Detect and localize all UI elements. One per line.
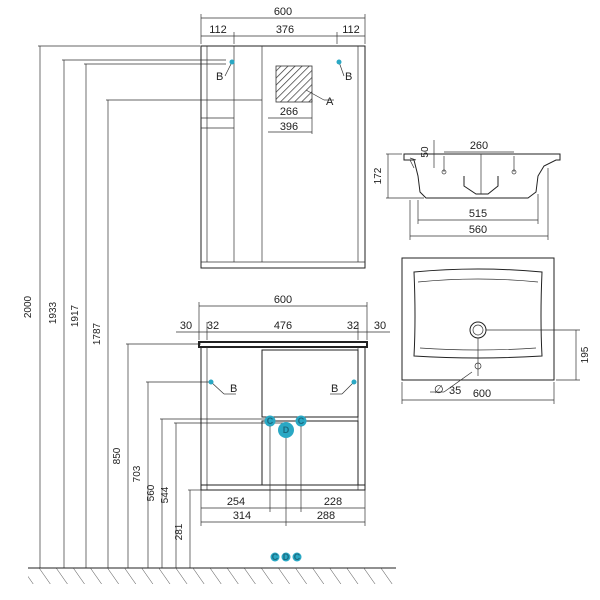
- mount-c-icon: [270, 552, 280, 562]
- diameter-icon: ∅: [434, 384, 444, 396]
- marker-b: B: [230, 383, 237, 395]
- shelf-right-label: 112: [342, 24, 360, 36]
- edge-right-label: 30: [374, 320, 386, 332]
- mirror-cabinet-outline: [200, 45, 366, 269]
- inset-right-label: 32: [347, 320, 359, 332]
- mount-c-icon: [264, 415, 276, 427]
- marker-c: C: [298, 416, 305, 426]
- drain-offset-label: 195: [580, 346, 591, 363]
- drawer-lower: [261, 420, 359, 486]
- hole-spacing-label: 260: [470, 140, 488, 152]
- sink-basin: [413, 268, 543, 359]
- cabinet-width-label: 600: [274, 6, 292, 18]
- sink-profile: [403, 153, 561, 199]
- sink-depth-top-label: 50: [420, 146, 431, 158]
- hatch-offset-label: 396: [280, 121, 298, 133]
- height-dimensions: 2000 1933 1917 1787 850 703 560 544 281: [23, 45, 284, 568]
- sink-outer-width-label: 560: [469, 224, 487, 236]
- sink-front-view: 172 50 260 515 560: [373, 140, 561, 240]
- marker-b: B: [345, 71, 352, 83]
- marker-d: D: [283, 552, 290, 562]
- height-1933-label: 1933: [48, 301, 59, 324]
- height-703-label: 703: [132, 465, 143, 482]
- sink-inner-width-label: 515: [469, 208, 487, 220]
- mount-c-icon: [292, 552, 302, 562]
- middle-width-label: 476: [274, 320, 292, 332]
- marker-a: A: [326, 96, 334, 108]
- drain-icon: [469, 321, 487, 339]
- height-1917-label: 1917: [70, 304, 81, 327]
- sink-bowl: [463, 176, 499, 195]
- mount-c-icon: [295, 415, 307, 427]
- bottom-254-label: 254: [227, 496, 245, 508]
- shelf-left-label: 112: [209, 24, 227, 36]
- height-281-label: 281: [174, 523, 185, 540]
- height-2000-label: 2000: [23, 295, 34, 318]
- mount-d-icon: [278, 422, 294, 438]
- marker-d: D: [283, 425, 290, 435]
- sink-height-label: 172: [373, 167, 384, 184]
- vanity-unit: 600 30 32 476 32 30 B B C C D 254 228: [176, 294, 390, 562]
- mount-point-icon: [336, 59, 342, 65]
- marker-b: B: [331, 383, 338, 395]
- floor-hatch: [28, 568, 396, 584]
- mount-point-icon: [229, 59, 235, 65]
- countertop: [198, 341, 368, 348]
- sink-top-width-label: 600: [473, 388, 491, 400]
- height-1787-label: 1787: [92, 322, 103, 345]
- mount-point-icon: [208, 379, 214, 385]
- vanity-outline: [200, 346, 366, 491]
- mirror-width-label: 376: [276, 24, 294, 36]
- bottom-228-label: 228: [324, 496, 342, 508]
- bottom-288-label: 288: [317, 510, 335, 522]
- bottom-314-label: 314: [233, 510, 251, 522]
- sink-top-outline: [401, 257, 555, 381]
- hatch-width-label: 266: [280, 106, 298, 118]
- mount-d-icon: [281, 552, 291, 562]
- height-560-label: 560: [146, 484, 157, 501]
- floor: [28, 567, 396, 584]
- height-544-label: 544: [160, 486, 171, 503]
- mount-point-icon: [351, 379, 357, 385]
- inset-left-label: 32: [207, 320, 219, 332]
- marker-c: C: [294, 552, 301, 562]
- marker-c: C: [272, 552, 279, 562]
- hatch-area: [275, 65, 313, 103]
- drawer-upper: [261, 349, 359, 418]
- drain-diameter-label: 35: [449, 385, 461, 397]
- vanity-width-label: 600: [274, 294, 292, 306]
- marker-b: B: [216, 71, 223, 83]
- marker-c: C: [267, 416, 274, 426]
- sink-top-view: 195 ∅ 35 600: [401, 257, 591, 404]
- edge-left-label: 30: [180, 320, 192, 332]
- height-850-label: 850: [112, 447, 123, 464]
- mirror-cabinet: 600 112 376 112 266 396 A B B: [200, 6, 366, 269]
